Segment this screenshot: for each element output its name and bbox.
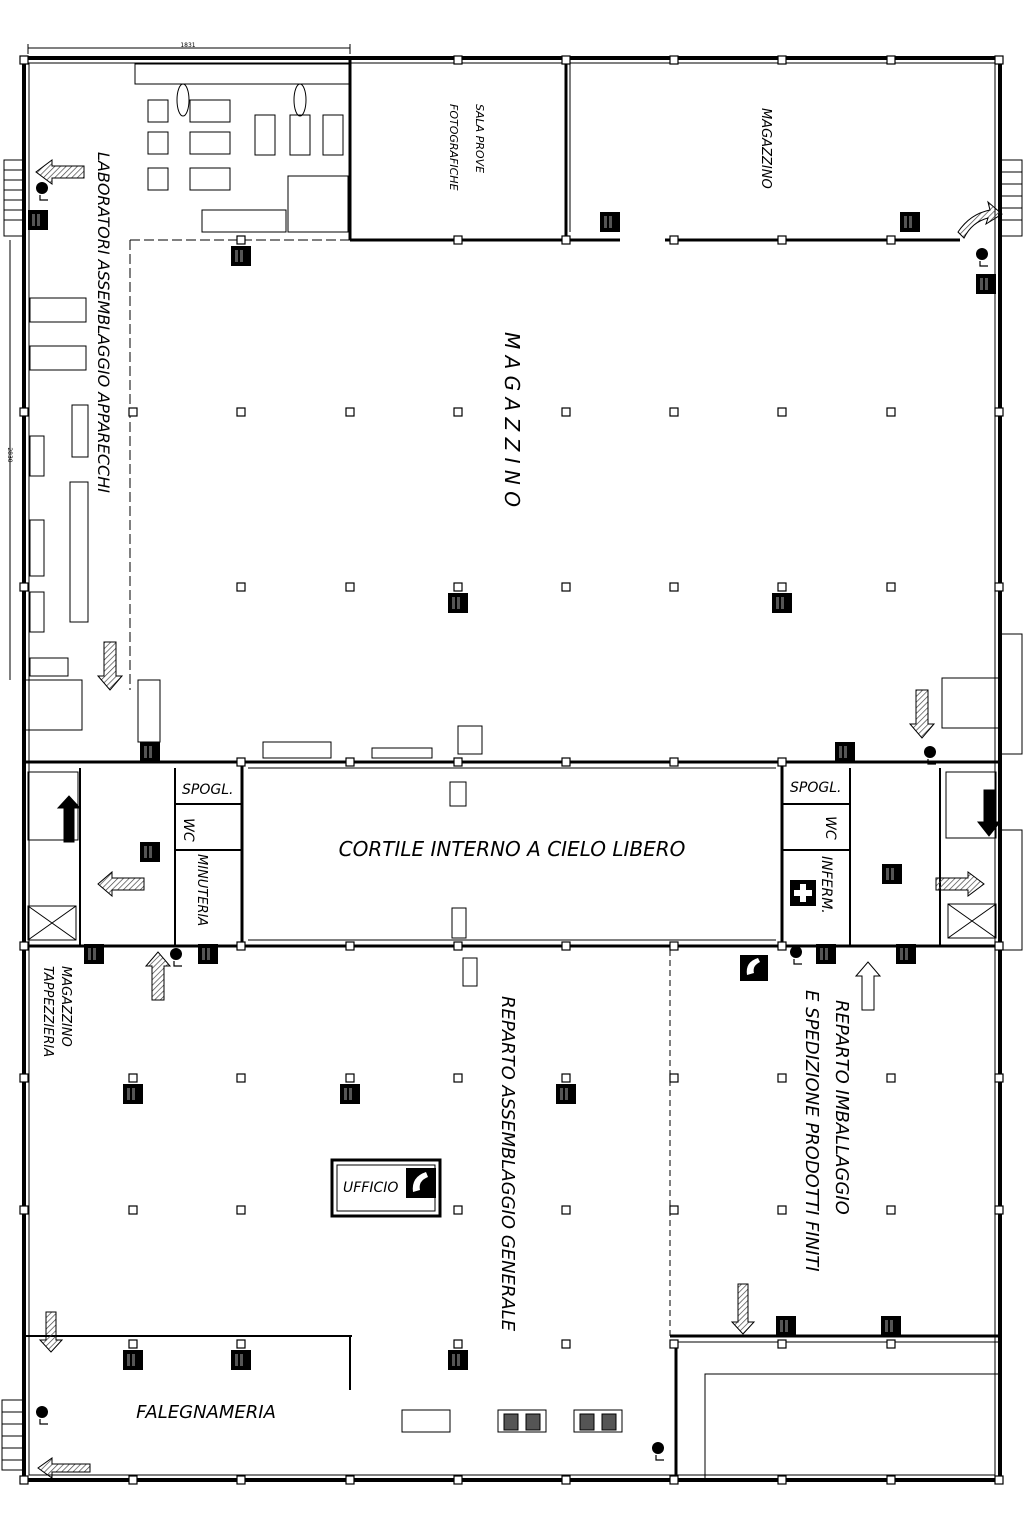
office-box [330, 1158, 442, 1218]
label-wc-left: WC [180, 818, 196, 842]
workbenches [401, 725, 623, 1433]
label-reparto-assemblaggio: REPARTO ASSEMBLAGGIO GENERALE [497, 996, 518, 1332]
label-fotografiche: FOTOGRAFICHE [447, 104, 460, 191]
stairs-left-bottom [1, 1399, 25, 1471]
stairs-right-top [999, 159, 1023, 237]
label-spogl-right: SPOGL. [790, 780, 841, 796]
label-magazzino-big: M A G A Z Z I N O [500, 332, 524, 507]
first-aid-icon [790, 880, 816, 906]
label-spogl-left: SPOGL. [182, 782, 233, 798]
interior-walls [23, 58, 1001, 1481]
telephone-icon [406, 955, 768, 1198]
label-reparto-imballaggio-1: REPARTO IMBALLAGGIO [831, 1000, 852, 1215]
exit-arrow-icon [35, 159, 1003, 1479]
label-sala-prove: SALA PROVE [473, 104, 486, 173]
label-magazzino-top: MAGAZZINO [758, 108, 773, 189]
outer-walls [22, 56, 1002, 1482]
label-wc-right: WC [822, 816, 838, 840]
label-falegnameria: FALEGNAMERIA [136, 1402, 276, 1423]
label-ufficio: UFFICIO [343, 1180, 398, 1196]
label-magazzino-tapp-2: TAPPEZZIERIA [40, 966, 55, 1057]
room-labels: SALA PROVE FOTOGRAFICHE MAGAZZINO M A G … [40, 104, 852, 1423]
label-infermeria: INFERM. [818, 856, 834, 914]
top-dimension: 1831 [27, 42, 351, 54]
svg-text:1831: 1831 [180, 42, 195, 49]
label-laboratori: LABORATORI ASSEMBLAGGIO APPARECCHI [94, 152, 113, 493]
label-minuteria: MINUTERIA [194, 854, 209, 926]
lab-equipment [29, 63, 433, 759]
label-reparto-imballaggio-2: E SPEDIZIONE PRODOTTI FINITI [801, 990, 822, 1272]
ramp-right [999, 633, 1023, 951]
label-cortile: CORTILE INTERNO A CIELO LIBERO [339, 837, 686, 861]
left-dimension: 2830 [6, 240, 13, 680]
label-magazzino-tapp-1: MAGAZZINO [58, 966, 73, 1047]
svg-text:2830: 2830 [6, 447, 13, 462]
stairs-left-top [3, 159, 25, 237]
